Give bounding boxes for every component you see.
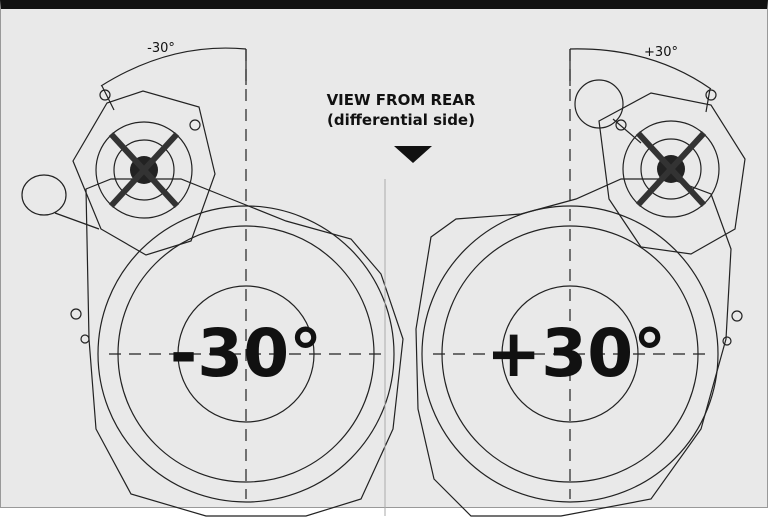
left-arm	[54, 212, 100, 230]
right-top-cylinder	[574, 79, 624, 129]
left-motor-disc-inner	[113, 139, 175, 201]
left-small-angle-arc	[100, 47, 247, 87]
triangle-down-icon	[394, 146, 432, 163]
left-motor-disc	[95, 121, 193, 219]
right-small-angle-label: +30°	[644, 45, 678, 60]
right-bolt-3	[705, 89, 717, 101]
left-bolt-1	[70, 308, 82, 320]
right-small-angle-tick	[705, 88, 711, 113]
right-bolt-4	[615, 119, 627, 131]
left-motor-cross	[108, 131, 180, 209]
right-assembly	[415, 48, 746, 517]
left-bolt-2	[80, 334, 90, 344]
left-bolt-3	[99, 89, 111, 101]
left-bolt-4	[189, 119, 201, 131]
left-big-angle-label: -30°	[169, 315, 323, 392]
left-assembly	[21, 47, 404, 517]
right-small-angle-arc	[569, 48, 712, 90]
right-motor-cross	[635, 130, 707, 208]
left-side-cylinder	[21, 174, 67, 216]
left-main-ring-outer	[97, 205, 395, 503]
right-arm	[612, 118, 642, 144]
right-motor-disc	[622, 120, 720, 218]
view-title: VIEW FROM REAR	[326, 91, 476, 109]
right-bolt-2	[722, 336, 732, 346]
right-main-ring-outer	[421, 205, 719, 503]
left-outer-housing	[85, 178, 404, 517]
view-subtitle: (differential side)	[327, 111, 475, 129]
right-big-angle-label: +30°	[486, 315, 667, 392]
right-motor-disc-inner	[640, 138, 702, 200]
left-motor-plate	[72, 90, 216, 256]
right-outer-housing	[415, 178, 732, 517]
right-motor-plate	[598, 92, 746, 255]
right-bolt-1	[731, 310, 743, 322]
left-small-angle-label: -30°	[147, 41, 175, 56]
diagram-canvas	[21, 47, 746, 517]
